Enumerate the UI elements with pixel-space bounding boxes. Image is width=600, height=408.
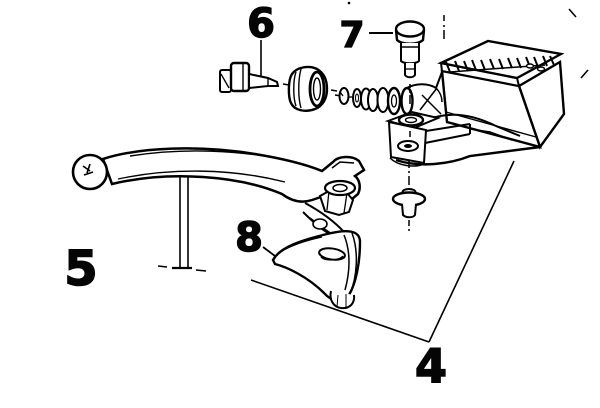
cylinder-body-clamp: [384, 71, 541, 167]
bolt-axis-centerline: [408, 84, 411, 226]
reservoir: [437, 39, 566, 150]
screw-shaft: [248, 72, 280, 90]
part-label-6: 6: [247, 1, 275, 47]
part-label-4: 4: [415, 339, 447, 393]
pivot-nut: [391, 188, 427, 219]
reservoir-lid: [437, 39, 565, 80]
part4-leader-lines: [250, 160, 515, 343]
reference-lines: [157, 170, 207, 272]
brake-lever: [71, 147, 366, 241]
bolt-body: [400, 43, 420, 65]
lever-ball-mark: [82, 163, 94, 176]
lever-ball-end: [71, 153, 109, 191]
part-label-7: 7: [339, 15, 364, 56]
bolt-tip: [404, 63, 416, 79]
knob-base: [329, 290, 356, 310]
part-label-8: 8: [235, 215, 263, 261]
adjuster-knob: [262, 229, 362, 310]
scan-marks: [347, 1, 589, 79]
rubber-boot: [287, 65, 338, 112]
part-label-5: 5: [64, 241, 97, 297]
bolt-head: [394, 20, 426, 38]
circlip: [338, 87, 350, 105]
lid-hatching: [445, 55, 555, 73]
adjuster-screw: [219, 40, 290, 93]
pivot-bolt: [369, 20, 426, 231]
piston-seal-kit: [334, 86, 402, 116]
